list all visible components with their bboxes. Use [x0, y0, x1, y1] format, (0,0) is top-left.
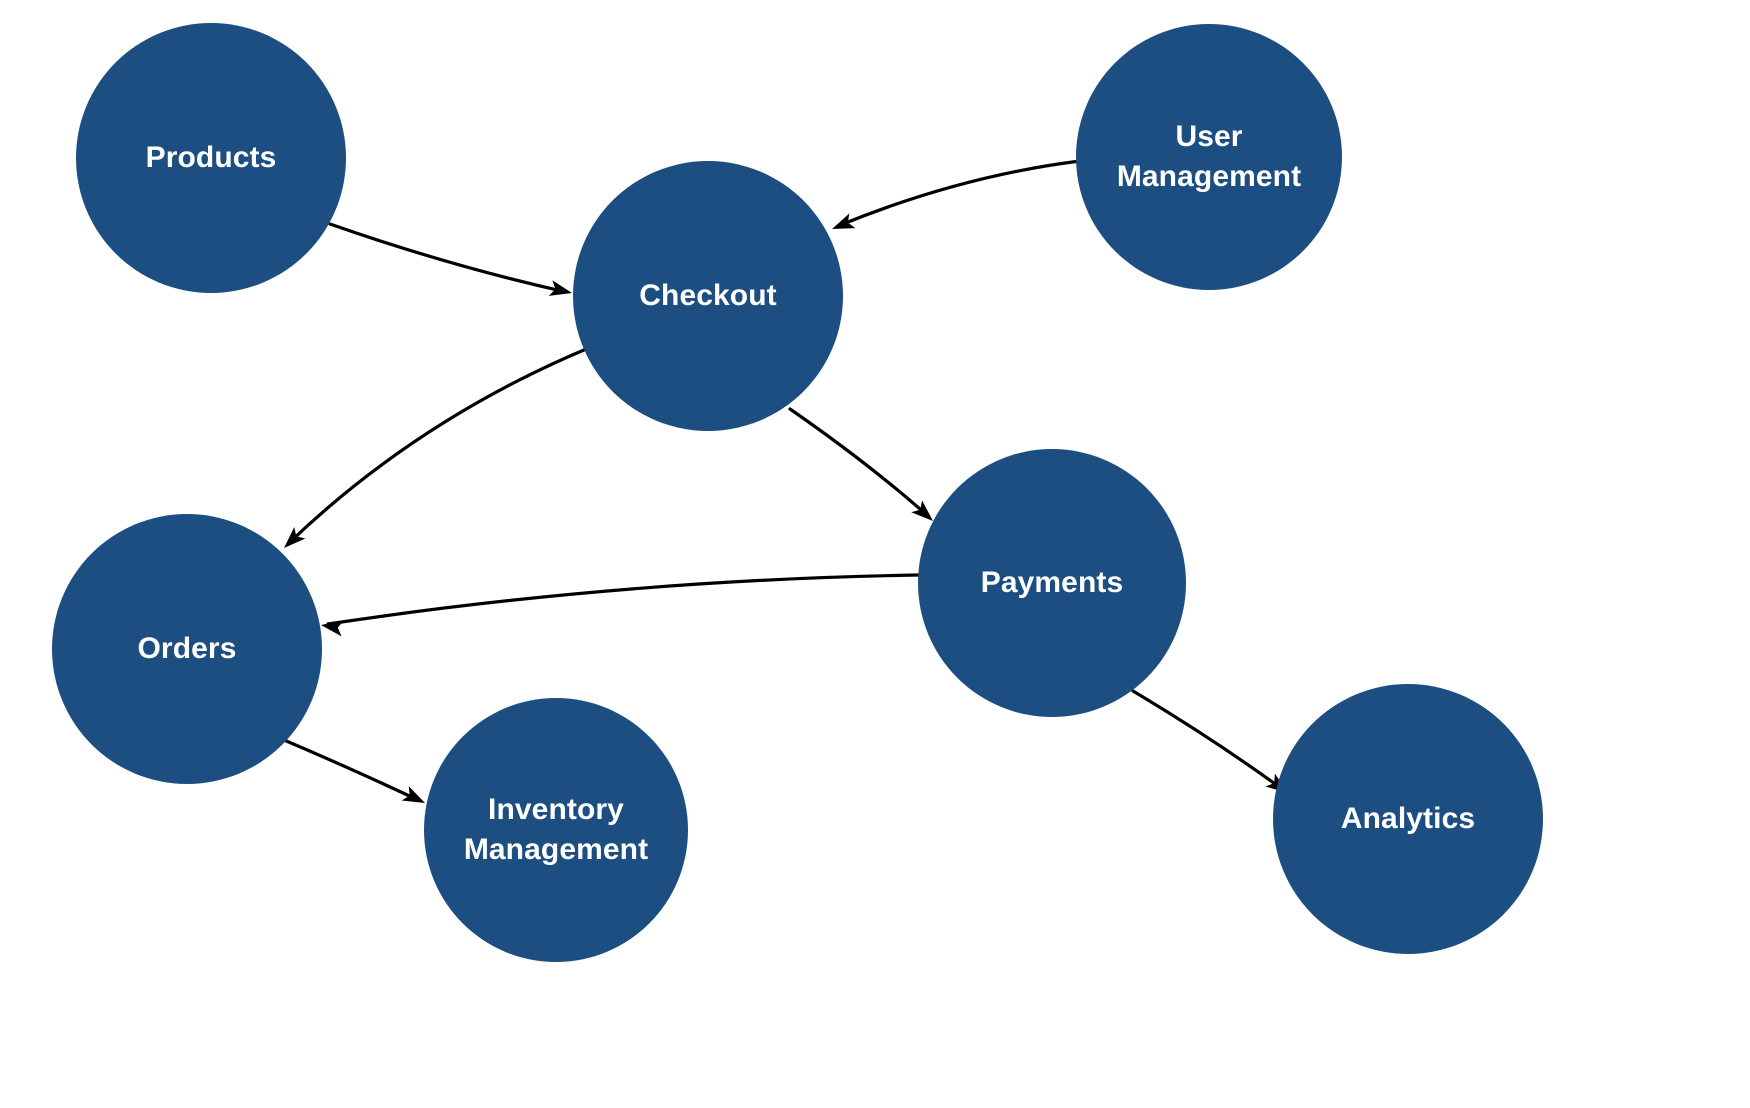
node-label: Checkout: [639, 279, 777, 313]
arrow-head-icon: [321, 620, 344, 637]
node-inventory-management[interactable]: Inventory Management: [424, 698, 688, 962]
arrow-head-icon: [911, 500, 933, 521]
arrow-head-icon: [832, 213, 856, 229]
node-label: Analytics: [1340, 802, 1476, 836]
edge-line: [328, 222, 568, 294]
node-label: Inventory Management: [463, 793, 649, 866]
edge-line: [1131, 689, 1284, 791]
node-analytics[interactable]: Analytics: [1273, 684, 1543, 954]
edge-line: [788, 407, 930, 518]
edge-line: [326, 573, 921, 626]
node-orders[interactable]: Orders: [52, 514, 322, 784]
arrow-head-icon: [401, 786, 425, 803]
node-payments[interactable]: Payments: [918, 449, 1186, 717]
edge-line: [288, 345, 593, 544]
edge-checkout-to-payments: [788, 407, 933, 521]
node-label: Products: [145, 141, 277, 175]
edge-user-management-to-checkout: [832, 159, 1082, 229]
edge-orders-to-inventory-management: [282, 738, 425, 803]
edge-line: [836, 159, 1082, 228]
arrow-head-icon: [548, 280, 572, 296]
edge-payments-to-orders: [321, 573, 921, 637]
edge-payments-to-analytics: [1131, 689, 1288, 793]
node-label: Payments: [980, 566, 1124, 600]
edge-line: [282, 738, 420, 802]
edge-products-to-checkout: [328, 222, 572, 296]
node-checkout[interactable]: Checkout: [573, 161, 843, 431]
edge-checkout-to-orders: [284, 345, 593, 548]
node-products[interactable]: Products: [76, 23, 346, 293]
node-label: User Management: [1116, 120, 1302, 193]
node-label: Orders: [137, 632, 237, 666]
node-user-management[interactable]: User Management: [1076, 24, 1342, 290]
arrow-head-icon: [284, 526, 306, 548]
